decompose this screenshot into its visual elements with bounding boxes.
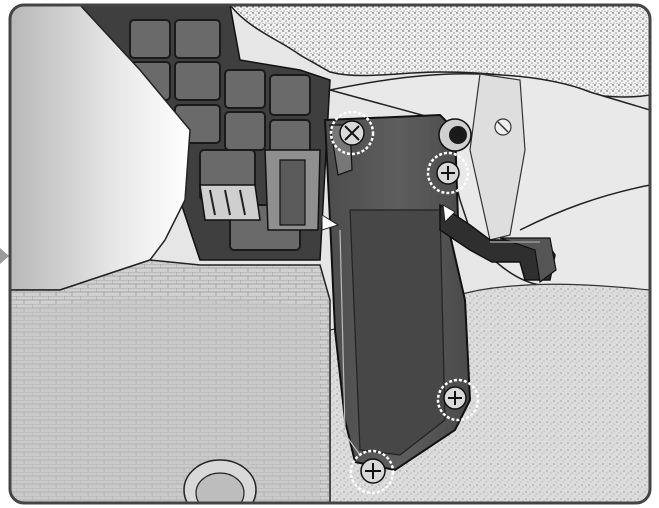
screw-callout-4 — [349, 449, 395, 495]
screw-callout-2 — [426, 151, 470, 195]
screw-callout-1 — [329, 110, 375, 156]
clip-tab-left — [321, 214, 340, 231]
cable-line — [519, 184, 650, 231]
release-lever — [439, 203, 557, 284]
mounting-bolt — [438, 118, 512, 152]
arrow-indicator-icon — [0, 248, 9, 264]
frame-border — [8, 3, 652, 505]
screw-icon — [436, 161, 460, 185]
grommet — [183, 459, 257, 503]
clip-tab-right — [442, 204, 456, 224]
screw-callout-3 — [436, 378, 480, 422]
lower-trim-panel — [10, 259, 331, 503]
bracket-clip — [199, 149, 321, 231]
cover-plate — [323, 113, 472, 472]
screw-icon — [443, 386, 467, 410]
panel-fold — [469, 73, 526, 241]
lower-panel-shade — [10, 298, 320, 503]
screw-icon — [339, 120, 365, 146]
screw-icon — [360, 458, 386, 484]
